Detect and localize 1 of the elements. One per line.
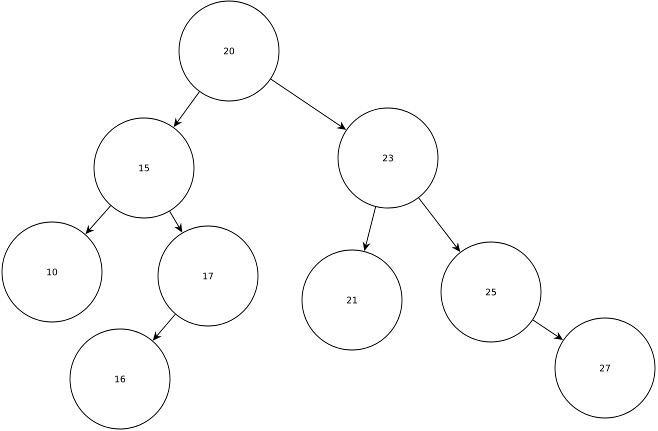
arrow [418, 198, 460, 252]
